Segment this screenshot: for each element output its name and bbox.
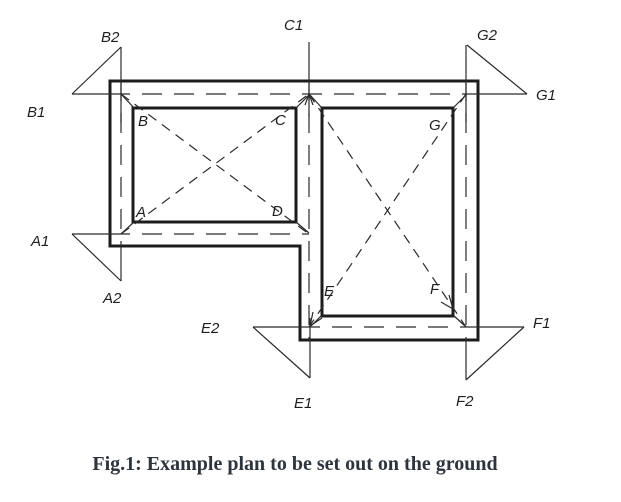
station-label-f1: F1 <box>533 315 551 332</box>
outer-wall-outline <box>108 79 480 342</box>
corner-label-b: B <box>138 113 148 130</box>
station-label-c1: C1 <box>284 17 303 34</box>
arrowheads <box>304 93 454 327</box>
figure-caption: Fig.1: Example plan to be set out on the… <box>92 453 498 475</box>
left-room-diagonal-bd <box>120 93 310 235</box>
station-label-b1: B1 <box>27 104 45 121</box>
tick-corner-a <box>120 221 135 235</box>
station-label-a1: A1 <box>30 233 49 250</box>
arrow-f <box>440 294 454 310</box>
wall-centerlines <box>110 81 478 340</box>
triangle-g <box>466 44 528 95</box>
station-label-b2: B2 <box>101 29 120 46</box>
station-label-f2: F2 <box>456 393 474 410</box>
tick-corner-d <box>295 221 310 234</box>
building-walls <box>108 79 480 342</box>
station-labels: B2 C1 G2 B1 G1 A1 A2 E2 E1 F1 F2 <box>27 17 556 412</box>
arrow-c1 <box>304 93 314 106</box>
right-room-inner-outline <box>320 106 455 318</box>
tick-corner-g <box>452 94 467 109</box>
tick-corner-b <box>120 93 136 110</box>
corner-ticks <box>120 93 467 327</box>
triangle-f <box>465 326 525 381</box>
corner-label-f: F <box>430 281 440 298</box>
tick-corner-f <box>452 314 466 327</box>
station-label-e2: E2 <box>201 320 220 337</box>
arrow-e <box>309 311 323 327</box>
extension-lines <box>71 42 528 381</box>
station-label-g1: G1 <box>536 87 556 104</box>
left-room-diagonal-ac <box>120 93 310 235</box>
corner-label-c: C <box>275 112 286 129</box>
corner-labels: B C A D G E F <box>135 112 441 300</box>
station-label-e1: E1 <box>294 395 312 412</box>
tick-corner-c <box>295 94 310 109</box>
setting-out-plan-diagram: B C A D G E F B2 C1 G2 B1 G1 A1 A2 E2 E1… <box>27 17 556 412</box>
corner-label-g: G <box>429 117 441 134</box>
room-diagonals <box>120 93 467 328</box>
corner-label-d: D <box>272 203 283 220</box>
tick-corner-right-room-tl <box>309 94 323 109</box>
right-room-diagonal-g-e <box>308 93 467 328</box>
triangle-b <box>71 46 122 95</box>
station-label-a2: A2 <box>102 290 122 307</box>
corner-label-a: A <box>135 204 146 221</box>
triangle-a <box>71 233 122 282</box>
corner-label-e: E <box>324 283 335 300</box>
triangle-e <box>252 326 311 379</box>
station-label-g2: G2 <box>477 27 498 44</box>
